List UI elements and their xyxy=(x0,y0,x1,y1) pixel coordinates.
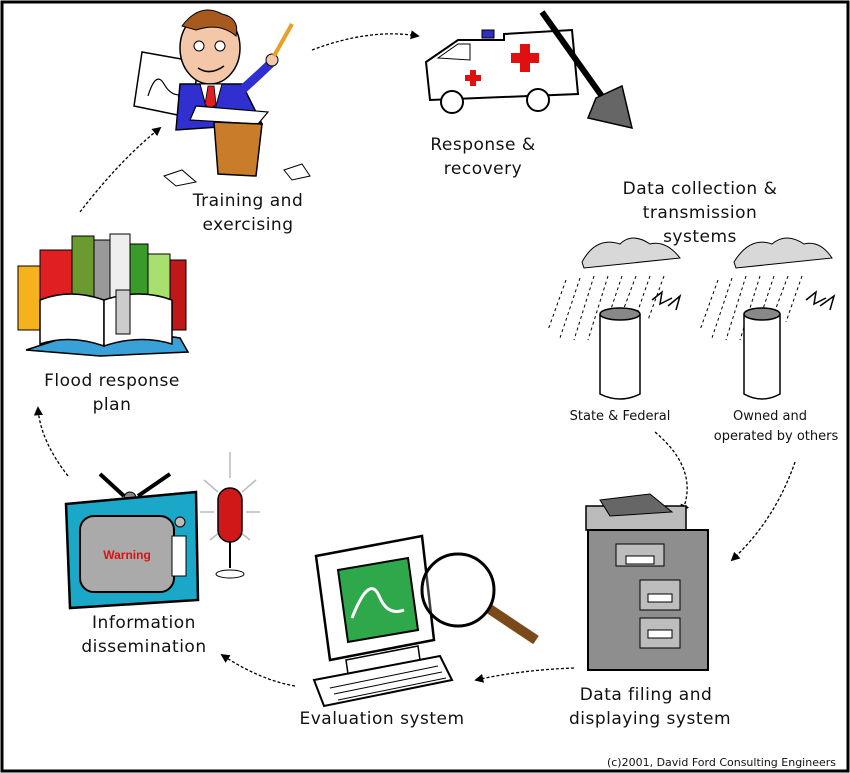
cycle-arrows xyxy=(33,30,796,687)
training-label-line-2: exercising xyxy=(203,215,294,235)
warning-screen-text: Warning xyxy=(103,548,151,562)
arrow-info-to-plan xyxy=(33,406,69,477)
shovel-icon xyxy=(539,10,634,129)
ambulance-icon xyxy=(424,28,580,114)
television-icon xyxy=(64,472,200,610)
owned-others-label-line-1: Owned and xyxy=(733,409,807,424)
data-collection-label-line-3: systems xyxy=(663,227,737,247)
flood-plan-label-line-2: plan xyxy=(93,395,132,415)
arrow-eval-to-info xyxy=(220,653,296,687)
training-label: Training and exercising xyxy=(192,191,303,235)
response-label-line-2: recovery xyxy=(444,159,522,179)
rain-gauge-others-icon xyxy=(699,237,836,400)
computer-icon xyxy=(312,534,454,708)
data-collection-label-line-2: transmission xyxy=(643,203,758,223)
arrow-filing-to-eval xyxy=(474,667,575,683)
information-label-line-2: dissemination xyxy=(81,637,206,657)
data-collection-label-line-1: Data collection & xyxy=(623,179,778,199)
presenter-icon xyxy=(133,9,311,187)
evaluation-label: Evaluation system xyxy=(299,709,464,729)
flood-plan-label: Flood response plan xyxy=(44,371,180,415)
arrow-training-to-response xyxy=(311,30,420,51)
information-label-line-1: Information xyxy=(92,613,196,633)
flood-plan-label-line-1: Flood response xyxy=(44,371,180,391)
filing-cabinet-icon xyxy=(585,493,709,671)
training-label-line-1: Training and xyxy=(192,191,303,211)
magnifier-icon xyxy=(420,552,539,645)
response-label: Response & recovery xyxy=(430,135,535,179)
owned-others-label: Owned and operated by others xyxy=(714,409,839,444)
data-filing-label: Data filing and displaying system xyxy=(569,685,731,729)
copyright-text: (c)2001, David Ford Consulting Engineers xyxy=(606,756,836,769)
data-collection-label: Data collection & transmission systems xyxy=(623,179,778,247)
arrow-plan-to-training xyxy=(79,126,162,213)
state-federal-label: State & Federal xyxy=(570,409,671,424)
microphone-icon xyxy=(200,452,260,579)
rain-gauge-state-icon xyxy=(547,237,682,400)
books-icon xyxy=(17,233,190,357)
information-label: Information dissemination xyxy=(81,613,206,657)
data-filing-label-line-2: displaying system xyxy=(569,709,731,729)
response-label-line-1: Response & xyxy=(430,135,535,155)
owned-others-label-line-2: operated by others xyxy=(714,429,839,444)
arrow-others-to-filing xyxy=(730,461,796,562)
data-filing-label-line-1: Data filing and xyxy=(580,685,713,705)
arrow-state-to-filing xyxy=(654,431,690,514)
